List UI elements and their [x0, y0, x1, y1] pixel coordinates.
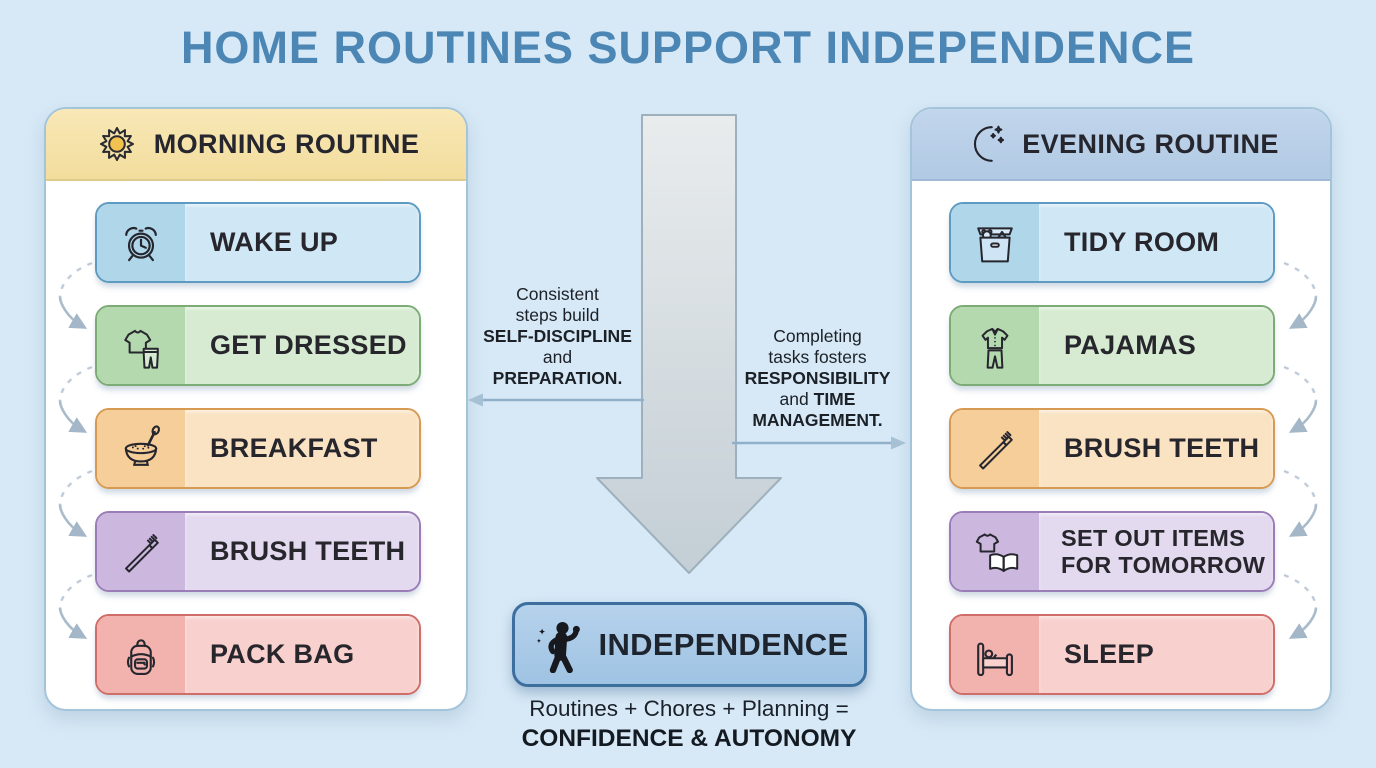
- cereal-bowl-icon: [97, 410, 185, 487]
- note-emphasis: RESPONSIBILITY: [744, 368, 891, 388]
- note-text: Completing tasks fosters: [768, 326, 867, 367]
- note-emphasis: PREPARATION.: [492, 368, 623, 388]
- step-tidy-room: TIDY ROOM: [949, 202, 1275, 283]
- clothes-icon: [97, 307, 185, 384]
- step-label: WAKE UP: [185, 204, 419, 281]
- step-brush-teeth-am: BRUSH TEETH: [95, 511, 421, 592]
- step-label: BRUSH TEETH: [1039, 410, 1273, 487]
- pajamas-icon: [951, 307, 1039, 384]
- step-label: GET DRESSED: [185, 307, 419, 384]
- flexing-person-icon: [531, 617, 587, 673]
- step-set-out-items: SET OUT ITEMS FOR TOMORROW: [949, 511, 1275, 592]
- morning-routine-title: MORNING ROUTINE: [153, 128, 420, 159]
- evening-routine-header: EVENING ROUTINE: [912, 109, 1330, 181]
- bed-icon: [951, 616, 1039, 693]
- sun-icon: [93, 120, 141, 168]
- step-label: PACK BAG: [185, 616, 419, 693]
- morning-benefit-note: Consistent steps build SELF-DISCIPLINE a…: [470, 284, 645, 389]
- note-text: and: [542, 347, 573, 367]
- note-emphasis: TIME MANAGEMENT.: [752, 389, 883, 430]
- left-pointer-arrow-icon: [468, 393, 644, 407]
- note-text: and TIME MANAGEMENT.: [730, 389, 905, 431]
- note-emphasis: SELF-DISCIPLINE: [483, 326, 632, 346]
- step-brush-teeth-pm: BRUSH TEETH: [949, 408, 1275, 489]
- step-label: SLEEP: [1039, 616, 1273, 693]
- step-label: TIDY ROOM: [1039, 204, 1273, 281]
- formula-line-2: CONFIDENCE & AUTONOMY: [521, 725, 857, 752]
- evening-routine-panel: EVENING ROUTINE TIDY ROOM: [910, 107, 1332, 711]
- step-sleep: SLEEP: [949, 614, 1275, 695]
- step-breakfast: BREAKFAST: [95, 408, 421, 489]
- down-arrow-icon: [596, 114, 782, 574]
- independence-badge: INDEPENDENCE: [512, 602, 867, 687]
- note-text: Consistent steps build: [515, 284, 600, 325]
- morning-routine-header: MORNING ROUTINE: [46, 109, 466, 181]
- step-get-dressed: GET DRESSED: [95, 305, 421, 386]
- toy-box-icon: [951, 204, 1039, 281]
- step-label: BREAKFAST: [185, 410, 419, 487]
- step-label: BRUSH TEETH: [185, 513, 419, 590]
- step-label: SET OUT ITEMS FOR TOMORROW: [1039, 513, 1273, 590]
- evening-benefit-note: Completing tasks fosters RESPONSIBILITY …: [730, 326, 905, 431]
- note-text: and: [779, 389, 809, 409]
- morning-steps-list: WAKE UP GET DRESSED: [46, 181, 466, 695]
- formula-line-1: Routines + Chores + Planning =: [529, 696, 849, 721]
- step-label: PAJAMAS: [1039, 307, 1273, 384]
- step-pajamas: PAJAMAS: [949, 305, 1275, 386]
- alarm-clock-icon: [97, 204, 185, 281]
- right-pointer-arrow-icon: [732, 436, 906, 450]
- morning-routine-panel: MORNING ROUTINE WAKE UP: [44, 107, 468, 711]
- evening-steps-list: TIDY ROOM PAJAMAS: [912, 181, 1330, 695]
- step-wake-up: WAKE UP: [95, 202, 421, 283]
- page-title: HOME ROUTINES SUPPORT INDEPENDENCE: [180, 22, 1196, 73]
- toothbrush-icon: [951, 410, 1039, 487]
- toothbrush-icon: [97, 513, 185, 590]
- backpack-icon: [97, 616, 185, 693]
- step-pack-bag: PACK BAG: [95, 614, 421, 695]
- independence-formula: Routines + Chores + Planning = CONFIDENC…: [489, 696, 889, 753]
- moon-stars-icon: [963, 121, 1009, 167]
- independence-label: INDEPENDENCE: [598, 626, 849, 662]
- evening-routine-title: EVENING ROUTINE: [1022, 128, 1279, 159]
- clothes-book-icon: [951, 513, 1039, 590]
